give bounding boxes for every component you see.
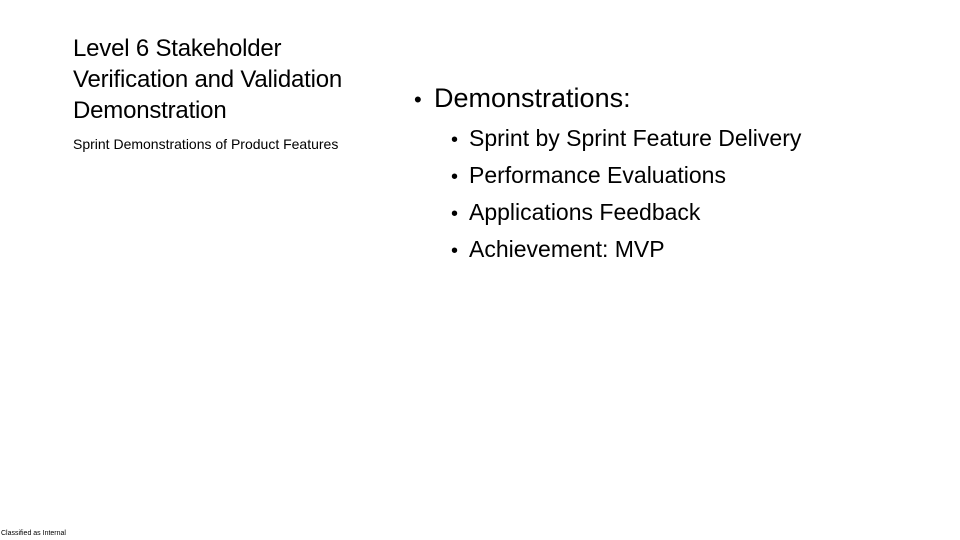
- bullet-list: • Demonstrations: • Sprint by Sprint Fea…: [414, 81, 934, 269]
- bullet-item-demonstrations: • Demonstrations:: [414, 81, 934, 117]
- bullet-dot-icon: •: [451, 240, 459, 262]
- title-block: Level 6 Stakeholder Verification and Val…: [73, 33, 373, 153]
- sub-bullet-list: • Sprint by Sprint Feature Delivery • Pe…: [414, 121, 934, 269]
- bullet-text: Demonstrations:: [434, 83, 631, 113]
- slide-subtitle: Sprint Demonstrations of Product Feature…: [73, 136, 339, 152]
- sub-bullet-item: • Performance Evaluations: [451, 158, 934, 195]
- sub-bullet-item: • Achievement: MVP: [451, 232, 934, 269]
- sub-bullet-text: Sprint by Sprint Feature Delivery: [469, 125, 802, 151]
- bullet-dot-icon: •: [451, 166, 459, 188]
- sub-bullet-item: • Sprint by Sprint Feature Delivery: [451, 121, 934, 158]
- sub-bullet-text: Achievement: MVP: [469, 236, 665, 262]
- sub-bullet-item: • Applications Feedback: [451, 195, 934, 232]
- bullet-dot-icon: •: [414, 87, 422, 112]
- slide-title: Level 6 Stakeholder Verification and Val…: [73, 35, 343, 124]
- sub-bullet-text: Performance Evaluations: [469, 162, 726, 188]
- bullet-dot-icon: •: [451, 129, 459, 151]
- sub-bullet-text: Applications Feedback: [469, 199, 701, 225]
- bullet-dot-icon: •: [451, 203, 459, 225]
- classification-label: Classified as Internal: [1, 530, 66, 537]
